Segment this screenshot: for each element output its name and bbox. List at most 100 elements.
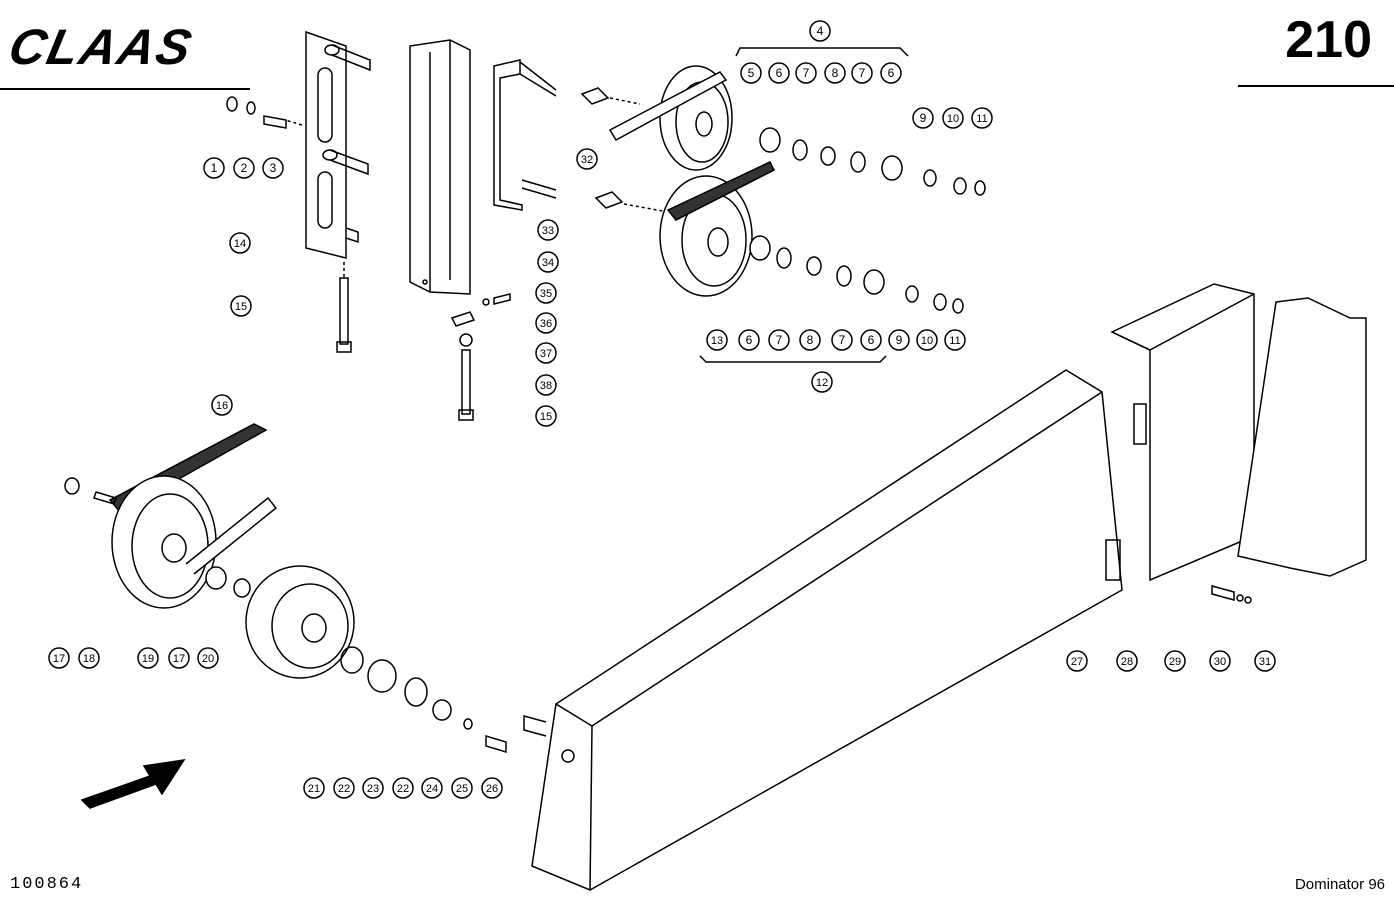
callout-circle [233,157,255,179]
callout-circle [1254,650,1276,672]
callout-circle [537,219,559,241]
callout-11[interactable]: 11 [944,329,966,351]
upper-pulley [608,65,733,171]
callout-37[interactable]: 37 [535,342,557,364]
callout-26[interactable]: 26 [481,777,503,799]
callout-circle [795,62,817,84]
callout-circle [211,394,233,416]
callout-circle [535,374,557,396]
callout-5[interactable]: 5 [740,62,762,84]
callout-15[interactable]: 15 [230,295,252,317]
callout-label: 36 [540,318,552,330]
callout-circle [738,329,760,351]
callout-22[interactable]: 22 [392,777,414,799]
callout-17[interactable]: 17 [168,647,190,669]
callout-2[interactable]: 2 [233,157,255,179]
callout-8[interactable]: 8 [824,62,846,84]
callout-circle [451,777,473,799]
callout-32[interactable]: 32 [576,148,598,170]
callout-circle [535,342,557,364]
callout-15[interactable]: 15 [535,405,557,427]
callout-38[interactable]: 38 [535,374,557,396]
callout-12[interactable]: 12 [811,371,833,393]
callout-label: 23 [367,783,379,795]
callout-8[interactable]: 8 [799,329,821,351]
callout-31[interactable]: 31 [1254,650,1276,672]
callout-label: 15 [235,301,247,313]
callout-label: 3 [270,161,277,175]
callout-34[interactable]: 34 [537,251,559,273]
callout-6[interactable]: 6 [880,62,902,84]
callout-circle [230,295,252,317]
callout-9[interactable]: 9 [912,107,934,129]
callout-label: 17 [173,653,185,665]
callout-17[interactable]: 17 [48,647,70,669]
callout-28[interactable]: 28 [1116,650,1138,672]
callout-9[interactable]: 9 [888,329,910,351]
callout-4[interactable]: 4 [809,20,831,42]
small-fasteners [226,96,287,129]
callout-22[interactable]: 22 [333,777,355,799]
small-sleeve-17-18 [64,477,251,598]
callout-18[interactable]: 18 [78,647,100,669]
callout-label: 6 [868,333,875,347]
callout-13[interactable]: 13 [706,329,728,351]
callout-circle [799,329,821,351]
callout-circle [944,329,966,351]
callout-7[interactable]: 7 [851,62,873,84]
callout-20[interactable]: 20 [197,647,219,669]
callout-29[interactable]: 29 [1164,650,1186,672]
callout-label: 26 [486,783,498,795]
callout-label: 22 [338,783,350,795]
callout-circle [78,647,100,669]
callout-circle [768,62,790,84]
callout-circle [303,777,325,799]
callout-11[interactable]: 11 [971,107,993,129]
direction-arrow [80,759,186,809]
callout-7[interactable]: 7 [768,329,790,351]
lower-bearing-set [749,235,964,314]
callout-27[interactable]: 27 [1066,650,1088,672]
callout-label: 24 [426,783,438,795]
bolt-30 [1211,585,1252,604]
channel-profile [409,39,471,295]
model-name: Dominator 96 [1294,876,1385,893]
callout-33[interactable]: 33 [537,219,559,241]
callout-6[interactable]: 6 [860,329,882,351]
callout-21[interactable]: 21 [303,777,325,799]
callout-19[interactable]: 19 [137,647,159,669]
callout-label: 15 [540,411,552,423]
callout-3[interactable]: 3 [262,157,284,179]
callout-7[interactable]: 7 [795,62,817,84]
callout-16[interactable]: 16 [211,394,233,416]
callout-label: 22 [397,783,409,795]
callout-14[interactable]: 14 [229,232,251,254]
callout-10[interactable]: 10 [942,107,964,129]
callout-36[interactable]: 36 [535,312,557,334]
callout-circle [740,62,762,84]
callout-23[interactable]: 23 [362,777,384,799]
callout-1[interactable]: 1 [203,157,225,179]
drive-pulley-left [108,423,278,609]
callout-6[interactable]: 6 [738,329,760,351]
callout-circle [262,157,284,179]
callout-label: 9 [920,111,927,125]
callout-35[interactable]: 35 [535,282,557,304]
bracket-frame [493,59,557,211]
callout-10[interactable]: 10 [916,329,938,351]
callout-label: 28 [1121,656,1133,668]
callout-30[interactable]: 30 [1209,650,1231,672]
callout-label: 7 [776,333,783,347]
callout-circle [421,777,443,799]
callout-circle [535,312,557,334]
callout-label: 18 [83,653,95,665]
callout-circle [362,777,384,799]
callout-24[interactable]: 24 [421,777,443,799]
callout-label: 6 [888,66,895,80]
callout-7[interactable]: 7 [831,329,853,351]
callout-25[interactable]: 25 [451,777,473,799]
callout-6[interactable]: 6 [768,62,790,84]
callout-circle [537,251,559,273]
callout-circle [1209,650,1231,672]
